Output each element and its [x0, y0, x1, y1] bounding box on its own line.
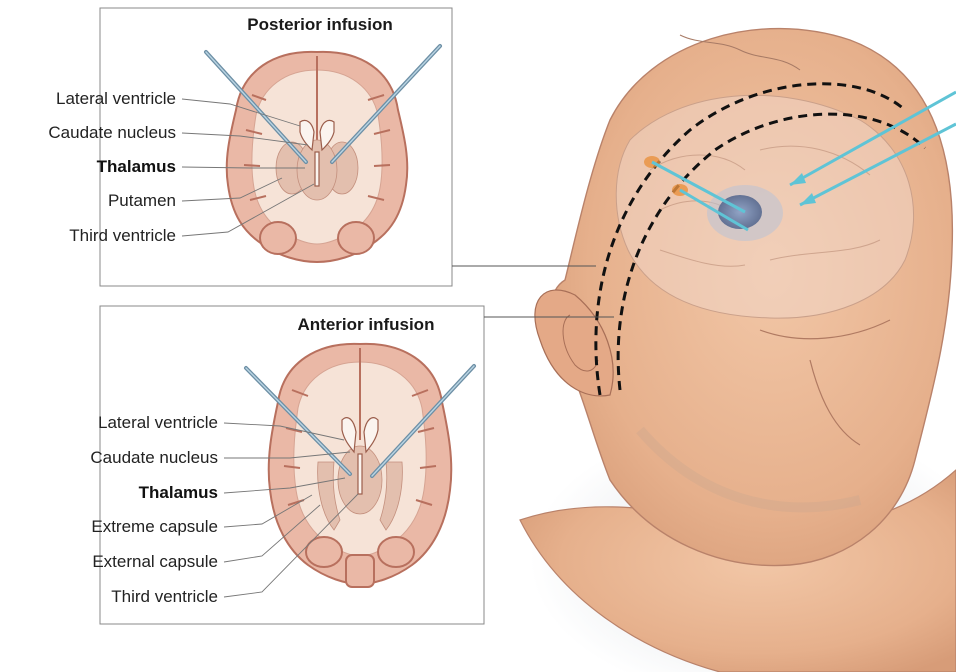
posterior-label-putamen: Putamen	[108, 191, 176, 210]
anterior-label-external-capsule: External capsule	[92, 552, 218, 571]
anterior-panel-title: Anterior infusion	[298, 315, 435, 334]
anterior-brain-section	[269, 344, 452, 587]
posterior-label-third-ventricle: Third ventricle	[69, 226, 176, 245]
posterior-brain-section	[227, 52, 408, 262]
anterior-label-thalamus: Thalamus	[139, 483, 218, 502]
anterior-label-lateral-ventricle: Lateral ventricle	[98, 413, 218, 432]
anterior-label-caudate-nucleus: Caudate nucleus	[90, 448, 218, 467]
anterior-label-extreme-capsule: Extreme capsule	[91, 517, 218, 536]
posterior-label-caudate-nucleus: Caudate nucleus	[48, 123, 176, 142]
anterior-label-third-ventricle: Third ventricle	[111, 587, 218, 606]
patient-head	[520, 29, 956, 672]
posterior-label-lateral-ventricle: Lateral ventricle	[56, 89, 176, 108]
posterior-panel-title: Posterior infusion	[247, 15, 392, 34]
posterior-label-thalamus: Thalamus	[97, 157, 176, 176]
